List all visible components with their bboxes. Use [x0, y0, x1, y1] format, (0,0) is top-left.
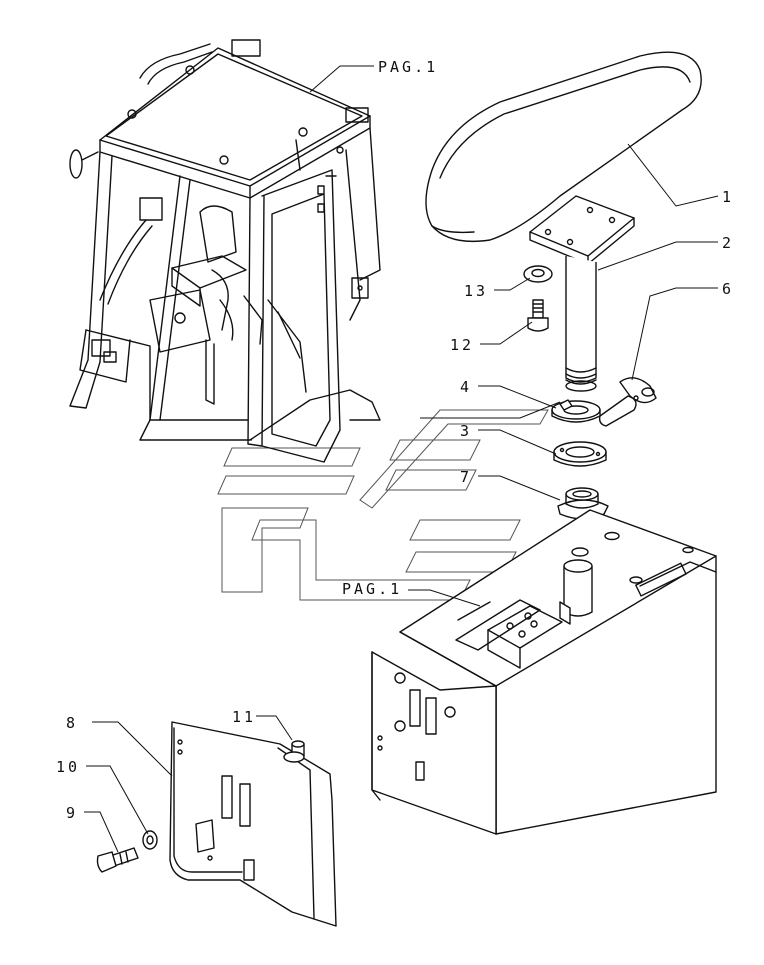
- ref-label-pag1-mid: PAG.1: [342, 580, 402, 598]
- callout-8: 8: [66, 714, 78, 732]
- washer-part-13: [523, 265, 553, 283]
- ref-label-pag1-top: PAG.1: [378, 58, 438, 76]
- callout-6: 6: [722, 280, 734, 298]
- bolt-part-9: [96, 847, 139, 873]
- callout-12: 12: [450, 336, 474, 354]
- armrest-support-part-2: [529, 195, 635, 392]
- side-console: [371, 509, 717, 835]
- washer-part-10: [142, 830, 158, 850]
- callout-10: 10: [56, 758, 80, 776]
- labels: PAG.1 PAG.1 1 2 3 4 6 7 8 9 10 11 12 13: [56, 58, 734, 822]
- operator-cab: [69, 39, 381, 463]
- cover-panel-part-8: [169, 721, 337, 927]
- callout-7: 7: [460, 468, 472, 486]
- ring-part-4: [551, 399, 601, 423]
- armrest-part-1: [425, 51, 702, 243]
- callout-4: 4: [460, 378, 472, 396]
- callout-1: 1: [722, 188, 734, 206]
- bushing-part-3: [553, 441, 607, 467]
- screw-part-12: [527, 299, 549, 332]
- callout-3: 3: [460, 422, 472, 440]
- callout-9: 9: [66, 804, 78, 822]
- watermark-logo: [217, 409, 549, 601]
- callout-11: 11: [232, 708, 256, 726]
- leader-lines: [84, 65, 719, 853]
- pin-part-11: [283, 740, 305, 763]
- lever-part-6: [598, 377, 657, 427]
- callout-13: 13: [464, 282, 488, 300]
- callout-2: 2: [722, 234, 734, 252]
